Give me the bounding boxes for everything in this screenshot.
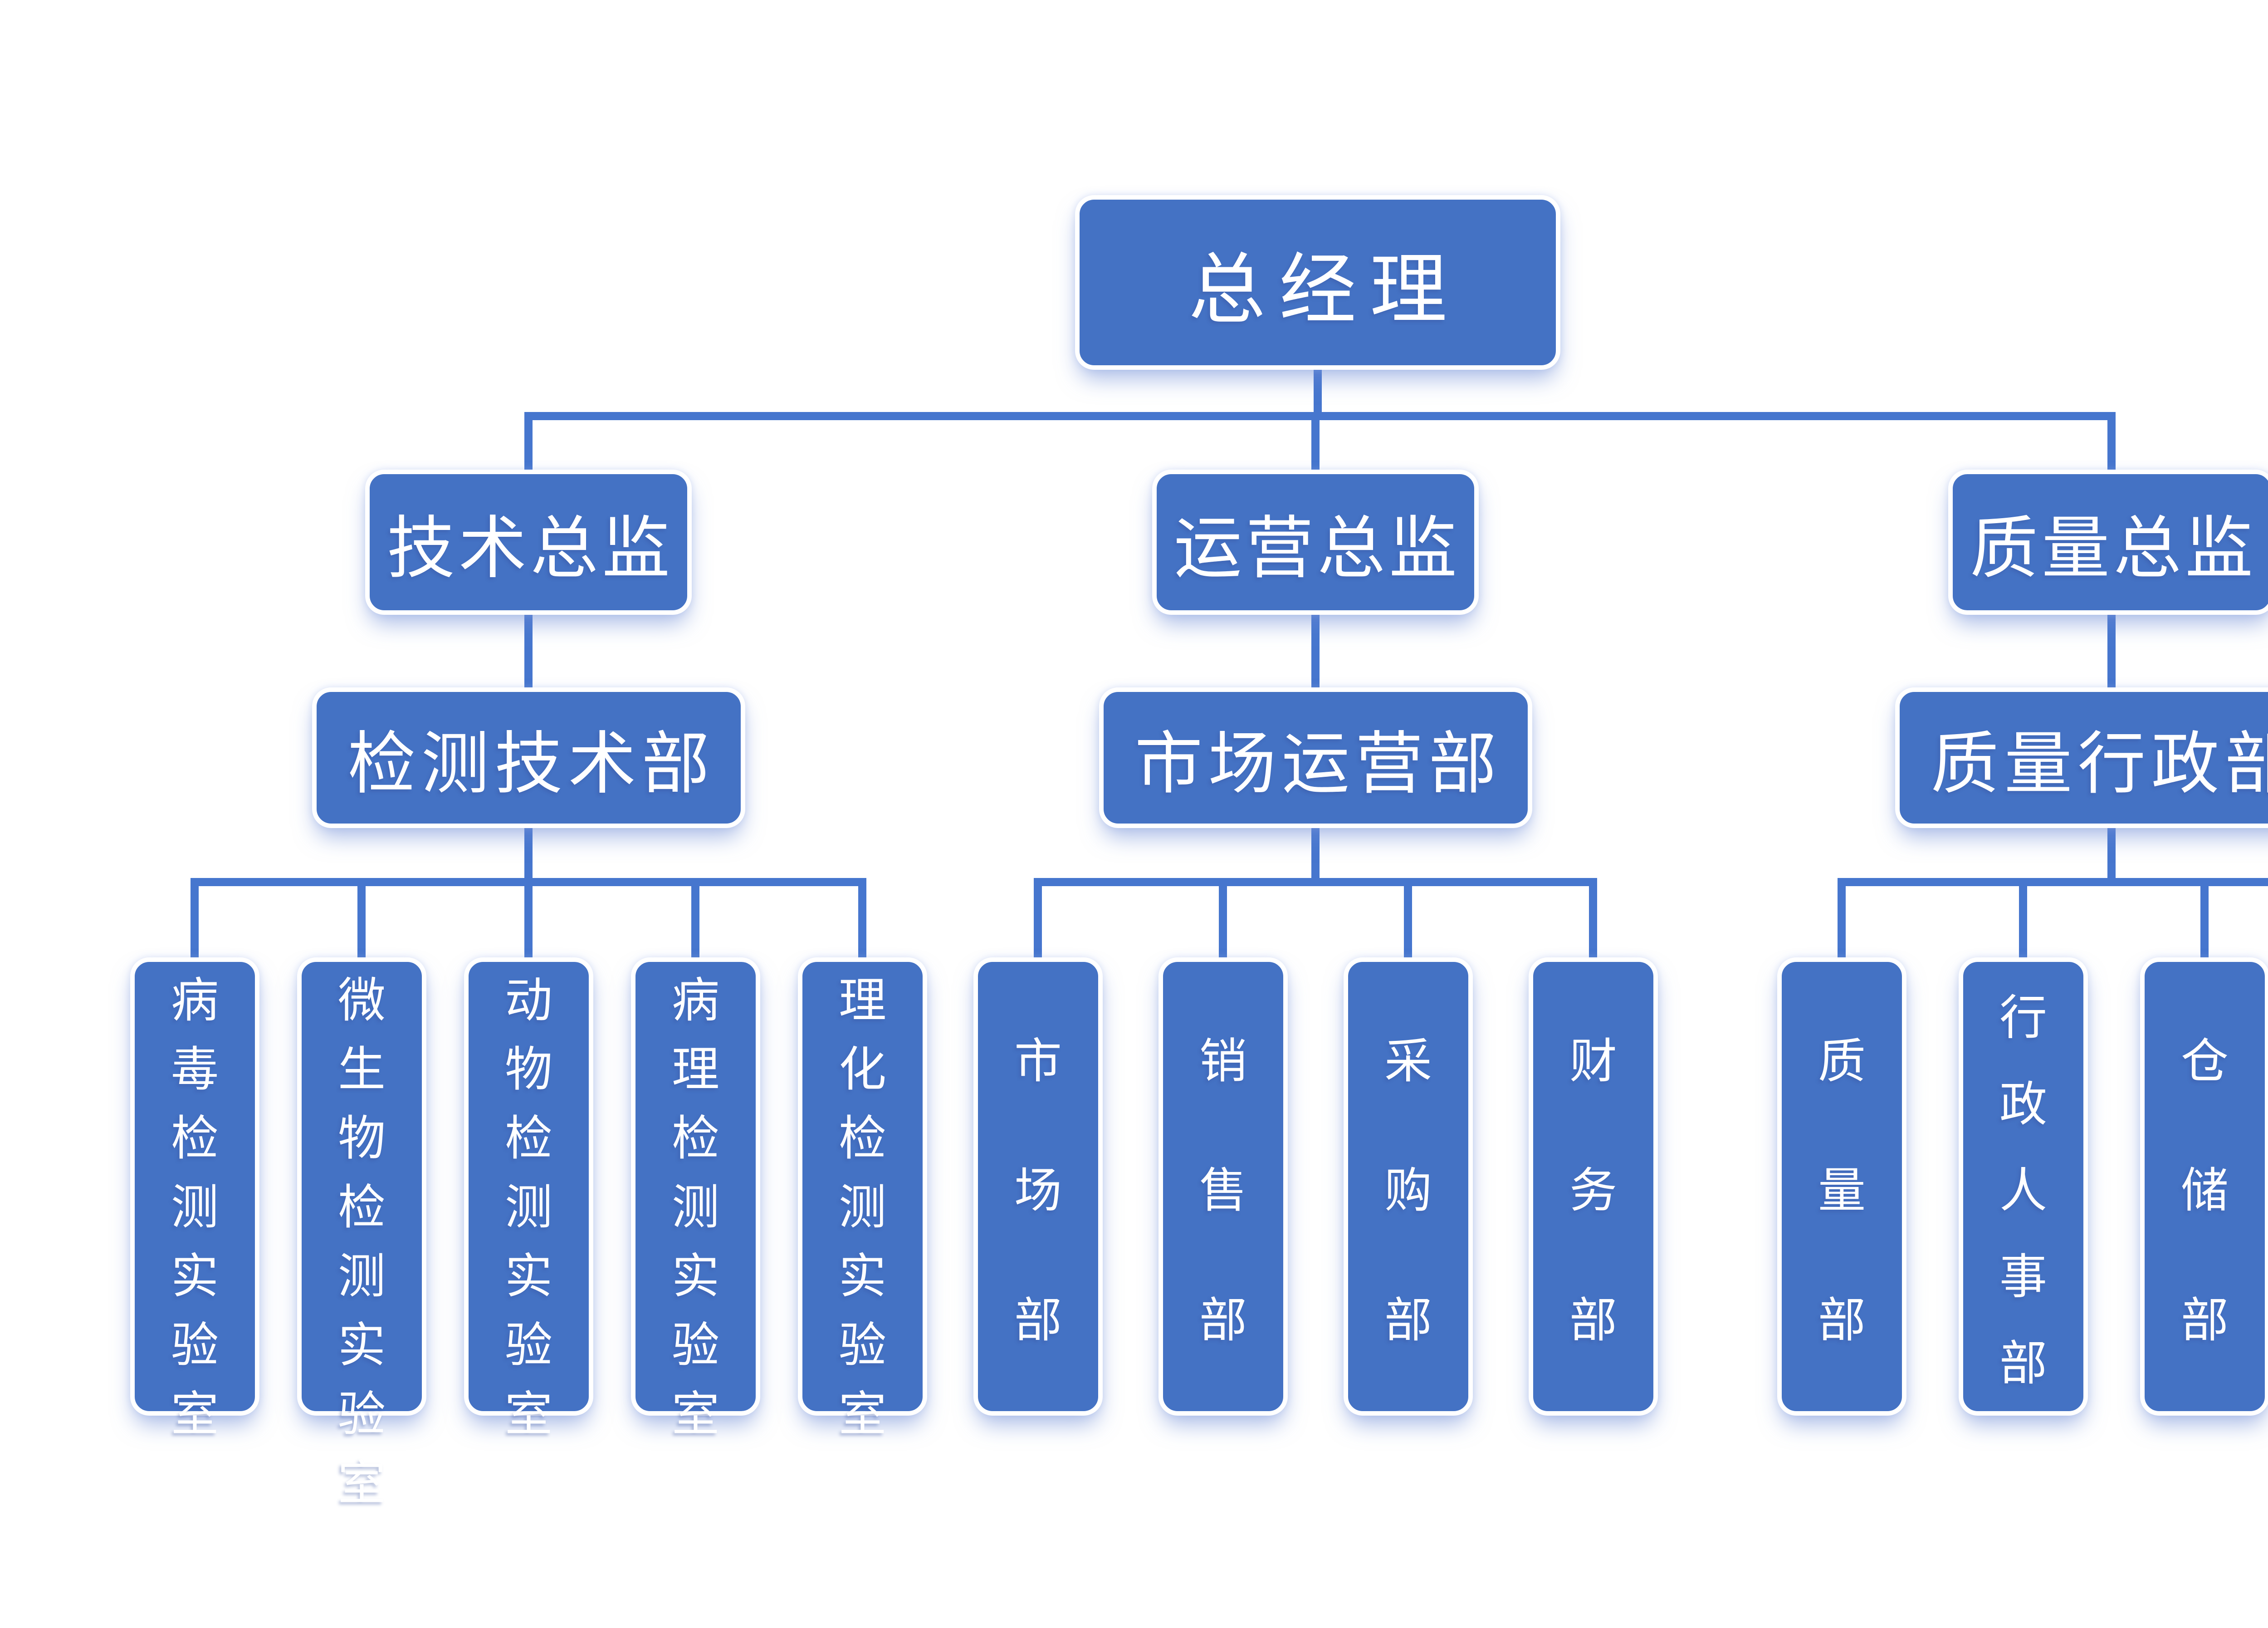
connector-line — [524, 613, 533, 691]
connector-line — [2107, 613, 2116, 691]
org-node-pathology-testing-lab: 病理检测实验室 — [631, 957, 760, 1441]
connector-line — [691, 878, 699, 960]
connector-line — [1219, 878, 1227, 960]
org-node-label: 微生物检测实验室 — [337, 974, 386, 1510]
org-node-label: 理化检测实验室 — [838, 974, 886, 1441]
connector-line — [191, 878, 199, 960]
org-node-label: 动物检测实验室 — [504, 974, 552, 1441]
org-node-finance-dept: 财务部 — [1529, 957, 1658, 1416]
connector-line — [1311, 613, 1320, 691]
connector-line — [1842, 878, 2268, 886]
org-node-label: 技术总监 — [386, 511, 674, 587]
org-node-label: 仓储部 — [2180, 1035, 2229, 1347]
connector-line — [524, 878, 533, 960]
connector-line — [1404, 878, 1412, 960]
connector-line — [357, 878, 366, 960]
org-node-animal-testing-lab: 动物检测实验室 — [464, 957, 593, 1441]
connector-line — [1314, 370, 1322, 420]
org-node-label: 销售部 — [1199, 1035, 1247, 1347]
org-node-label: 检测技术部 — [347, 726, 715, 802]
connector-line — [2019, 878, 2027, 960]
org-node-label: 病毒检测实验室 — [171, 974, 219, 1441]
org-node-market-operations-dept: 市场运营部 — [1099, 687, 1532, 828]
connector-line — [1311, 412, 1320, 474]
connector-line — [524, 827, 533, 883]
org-node-warehousing-dept: 仓储部 — [2140, 957, 2268, 1416]
org-node-label: 市场运营部 — [1134, 726, 1502, 802]
org-node-label: 质量行政部 — [1931, 726, 2268, 802]
org-node-label: 质量总监 — [1970, 511, 2257, 587]
connector-line — [1838, 878, 1846, 960]
connector-line — [1311, 827, 1320, 883]
org-node-marketing-dept: 市场部 — [973, 957, 1103, 1416]
org-node-label: 病理检测实验室 — [671, 974, 719, 1441]
org-node-admin-hr-dept: 行政人事部 — [1959, 957, 2088, 1416]
org-node-label: 市场部 — [1014, 1035, 1062, 1347]
connector-line — [2200, 878, 2209, 960]
connector-line — [1034, 878, 1042, 960]
org-node-quality-director: 质量总监 — [1948, 470, 2268, 615]
org-node-technical-director: 技术总监 — [365, 470, 692, 615]
connector-line — [858, 878, 866, 960]
connector-line — [524, 412, 533, 474]
org-node-microbiology-testing-lab: 微生物检测实验室 — [297, 957, 426, 1510]
org-node-label: 采购部 — [1384, 1035, 1432, 1347]
connector-line — [1038, 878, 1593, 886]
org-node-quality-dept: 质量部 — [1777, 957, 1906, 1416]
org-node-quality-admin-dept: 质量行政部 — [1895, 687, 2268, 828]
connector-line — [528, 412, 2112, 420]
org-node-label: 质量部 — [1818, 1035, 1866, 1347]
connector-line — [2107, 412, 2116, 474]
org-node-operations-director: 运营总监 — [1152, 470, 1479, 615]
org-node-label: 运营总监 — [1173, 511, 1461, 587]
org-node-label: 总经理 — [1188, 247, 1461, 333]
org-node-physicochemical-testing-lab: 理化检测实验室 — [798, 957, 927, 1441]
org-node-label: 财务部 — [1569, 1035, 1617, 1347]
org-node-testing-technology-dept: 检测技术部 — [312, 687, 745, 828]
org-node-virus-testing-lab: 病毒检测实验室 — [130, 957, 259, 1441]
org-node-procurement-dept: 采购部 — [1344, 957, 1473, 1416]
org-node-general-manager: 总经理 — [1075, 195, 1560, 370]
connector-line — [2107, 827, 2116, 883]
org-node-label: 行政人事部 — [1999, 991, 2047, 1390]
org-node-sales-dept: 销售部 — [1158, 957, 1288, 1416]
connector-line — [1589, 878, 1597, 960]
